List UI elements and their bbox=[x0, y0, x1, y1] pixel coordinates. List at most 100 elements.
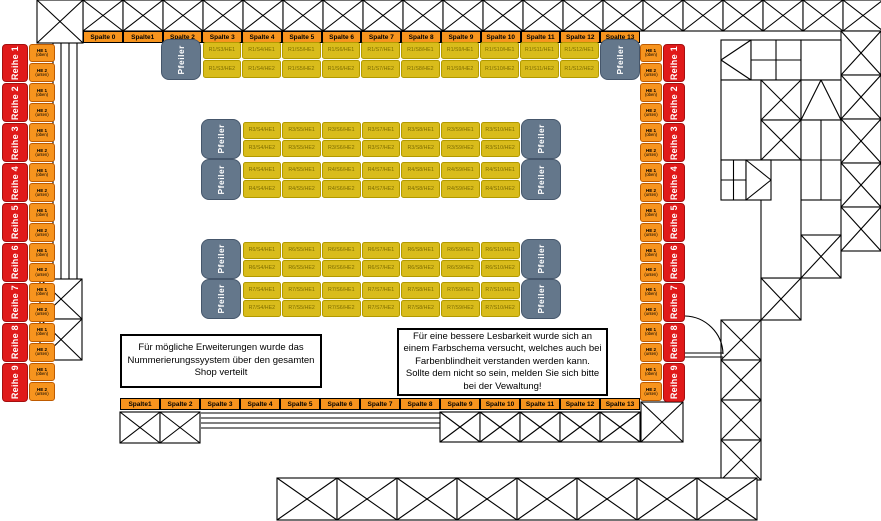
storage-cell: R1/S6/HE2 bbox=[321, 60, 361, 78]
pillar-label: Pfeiler bbox=[615, 44, 625, 75]
he-level-cell: HE 1(oben) bbox=[640, 83, 662, 103]
storage-cell: R4/S7/HE1 bbox=[361, 161, 401, 179]
he-level-cell: HE 1(oben) bbox=[640, 242, 662, 262]
storage-cell: R3/S5/HE1 bbox=[282, 121, 321, 139]
spalte-header-cell: Spalte 13 bbox=[600, 398, 640, 410]
storage-cell: R6/S9/HE1 bbox=[441, 241, 480, 259]
storage-cell: R4/S4/HE2 bbox=[242, 180, 282, 198]
storage-cell: R6/S10/HE1 bbox=[480, 241, 520, 259]
storage-cell: R4/S5/HE1 bbox=[282, 161, 321, 179]
row-label-text: Reihe 7 bbox=[669, 285, 679, 320]
he-level-cell: HE 1(oben) bbox=[640, 322, 662, 342]
storage-cell: R3/S5/HE2 bbox=[282, 139, 321, 157]
he-level-cell: HE 1(oben) bbox=[640, 362, 662, 382]
row-label-reihe-2: Reihe 2 bbox=[663, 83, 685, 123]
pillar-label: Pfeiler bbox=[216, 124, 226, 154]
storage-cell: R4/S4/HE1 bbox=[242, 161, 282, 179]
spalte-header-cell: Spalte 5 bbox=[280, 398, 320, 410]
pillar: Pfeiler bbox=[201, 239, 241, 279]
row-label-reihe-4: Reihe 4 bbox=[2, 163, 28, 203]
storage-cell: R1/S6/HE1 bbox=[321, 41, 361, 59]
storage-cell: R4/S9/HE2 bbox=[441, 180, 480, 198]
pillar: Pfeiler bbox=[521, 159, 561, 200]
storage-cell: R4/S8/HE1 bbox=[401, 161, 441, 179]
storage-cell: R6/S5/HE1 bbox=[282, 241, 321, 259]
storage-cell: R3/S6/HE1 bbox=[321, 121, 361, 139]
storage-cell: R4/S9/HE1 bbox=[441, 161, 480, 179]
spalte-header-cell: Spalte 3 bbox=[200, 398, 240, 410]
pillar: Pfeiler bbox=[161, 39, 201, 80]
storage-cell: R1/S12/HE2 bbox=[559, 60, 599, 78]
he-level-cell: HE 2(unten) bbox=[29, 183, 55, 202]
storage-cell: R1/S3/HE2 bbox=[202, 60, 242, 78]
he-level-cell: HE 2(unten) bbox=[640, 382, 662, 402]
he-level-cell: HE 1(oben) bbox=[29, 123, 55, 143]
storage-cell: R3/S8/HE1 bbox=[401, 121, 441, 139]
he-level-cell: HE 1(oben) bbox=[29, 322, 55, 342]
storage-cell: R3/S7/HE1 bbox=[361, 121, 401, 139]
storage-cell: R4/S5/HE2 bbox=[282, 180, 321, 198]
he-level-cell: HE 2(unten) bbox=[29, 103, 55, 123]
storage-cell: R6/S6/HE2 bbox=[321, 259, 361, 277]
he-level-cell: HE 2(unten) bbox=[29, 222, 55, 242]
row-label-text: Reihe 3 bbox=[10, 125, 20, 160]
spalte-header-cell: Spalte1 bbox=[120, 398, 160, 410]
storage-cell: R3/S10/HE1 bbox=[480, 121, 520, 139]
he-level-cell: HE 2(unten) bbox=[640, 222, 662, 242]
spalte-header-cell: Spalte 8 bbox=[400, 398, 440, 410]
storage-cell: R1/S7/HE2 bbox=[361, 60, 400, 78]
storage-cell: R3/S6/HE2 bbox=[321, 139, 361, 157]
pillar: Pfeiler bbox=[600, 39, 640, 80]
pillar: Pfeiler bbox=[521, 239, 561, 279]
storage-cell: R4/S6/HE1 bbox=[321, 161, 361, 179]
spalte-header-cell: Spalte 9 bbox=[440, 398, 480, 410]
storage-cell: R1/S10/HE1 bbox=[480, 41, 520, 59]
storage-cell: R7/S7/HE2 bbox=[361, 299, 401, 317]
row-label-reihe-5: Reihe 5 bbox=[663, 203, 685, 242]
storage-cell: R1/S9/HE2 bbox=[440, 60, 480, 78]
storage-cell: R7/S6/HE1 bbox=[321, 281, 361, 299]
storage-cell: R1/S10/HE2 bbox=[480, 60, 520, 78]
he-level-cell: HE 2(unten) bbox=[640, 183, 662, 202]
storage-cell: R6/S4/HE1 bbox=[242, 241, 282, 259]
row-label-reihe-3: Reihe 3 bbox=[663, 123, 685, 163]
spalte-header-cell: Spalte 11 bbox=[520, 398, 560, 410]
row-label-reihe-2: Reihe 2 bbox=[2, 83, 28, 123]
pillar-label: Pfeiler bbox=[176, 44, 186, 75]
spalte-header-cell: Spalte1 bbox=[122, 31, 163, 43]
right-he-cell-column: HE 1(oben)HE 2(unten)HE 1(oben)HE 2(unte… bbox=[640, 43, 662, 402]
row-label-text: Reihe 4 bbox=[10, 165, 20, 200]
storage-cell: R1/S5/HE1 bbox=[281, 41, 321, 59]
pillar: Pfeiler bbox=[201, 279, 241, 319]
storage-cell: R3/S9/HE1 bbox=[441, 121, 480, 139]
storage-cell: R3/S10/HE2 bbox=[480, 139, 520, 157]
row-label-text: Reihe 6 bbox=[10, 245, 20, 280]
row-label-reihe-3: Reihe 3 bbox=[2, 123, 28, 163]
storage-cell: R7/S10/HE1 bbox=[480, 281, 520, 299]
he-level-cell: HE 1(oben) bbox=[29, 83, 55, 103]
row-label-text: Reihe 3 bbox=[669, 125, 679, 160]
storage-cell: R3/S9/HE2 bbox=[441, 139, 480, 157]
row-label-reihe-8: Reihe 8 bbox=[2, 322, 28, 362]
pillar-label: Pfeiler bbox=[536, 284, 546, 314]
row-label-text: Reihe 1 bbox=[10, 45, 20, 80]
storage-cell: R3/S7/HE2 bbox=[361, 139, 401, 157]
storage-cell: R7/S4/HE2 bbox=[242, 299, 282, 317]
spalte-header-cell: Spalte 7 bbox=[360, 398, 400, 410]
storage-cell: R7/S9/HE1 bbox=[441, 281, 480, 299]
he-level-cell: HE 1(oben) bbox=[640, 163, 662, 183]
spalte-header-cell: Spalte 4 bbox=[240, 398, 280, 410]
pillar-label: Pfeiler bbox=[536, 244, 546, 274]
storage-cell: R4/S10/HE2 bbox=[480, 180, 520, 198]
storage-cell: R7/S5/HE2 bbox=[282, 299, 321, 317]
row-label-reihe-7: Reihe 7 bbox=[2, 282, 28, 322]
pillar: Pfeiler bbox=[521, 279, 561, 319]
